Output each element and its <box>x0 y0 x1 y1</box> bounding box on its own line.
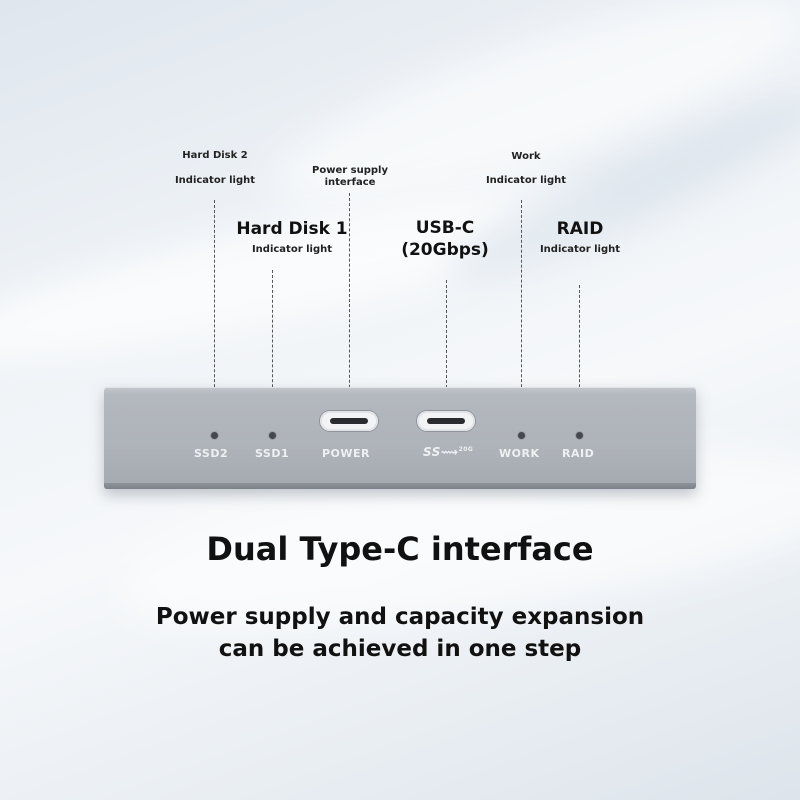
led-raid-indicator <box>576 432 583 439</box>
callout-title: Work <box>511 151 541 162</box>
callout-line2: interface <box>324 177 376 188</box>
callout-hard-disk-1: Hard Disk 1 Indicator light <box>232 218 352 256</box>
device-label-ssd2: SSD2 <box>194 447 229 460</box>
callout-line1: USB-C <box>415 218 475 238</box>
callout-subtitle: Indicator light <box>251 244 333 256</box>
callout-title: Hard Disk 1 <box>236 219 348 239</box>
enclosure-bottom-edge <box>104 483 696 489</box>
callout-subtitle: Indicator light <box>539 244 621 256</box>
headline: Dual Type-C interface <box>206 530 594 568</box>
led-ssd2-indicator <box>211 432 218 439</box>
device-label-usb-superspeed: SS⟿20G <box>423 445 473 459</box>
led-ssd1-indicator <box>269 432 276 439</box>
led-work-indicator <box>518 432 525 439</box>
leader-line-work <box>521 200 522 422</box>
subline-2: can be achieved in one step <box>218 636 582 662</box>
callout-line2: (20Gbps) <box>401 240 489 261</box>
leader-line-hard-disk-1 <box>272 270 273 422</box>
callout-hard-disk-2: Hard Disk 2 Indicator light <box>165 150 265 187</box>
enclosure-device <box>104 387 696 489</box>
callout-subtitle: Indicator light <box>485 175 567 186</box>
device-label-ssd1: SSD1 <box>255 447 290 460</box>
usb-c-power-port <box>320 411 378 431</box>
callout-power-supply: Power supply interface <box>305 165 395 189</box>
callout-title: RAID <box>556 219 604 239</box>
leader-line-usb-c <box>446 280 447 408</box>
callout-title: Hard Disk 2 <box>182 150 248 161</box>
usb-c-data-port <box>417 411 475 431</box>
superspeed-rate: 20G <box>458 446 474 453</box>
device-label-raid: RAID <box>562 447 595 460</box>
callout-subtitle: Indicator light <box>174 175 256 186</box>
subline-1: Power supply and capacity expansion <box>155 604 645 630</box>
callout-raid: RAID Indicator light <box>530 218 630 256</box>
superspeed-logo-text: SS <box>423 445 441 459</box>
leader-line-hard-disk-2 <box>214 200 215 422</box>
callout-line1: Power supply <box>312 165 388 176</box>
usb-trident-icon: ⟿ <box>440 445 459 459</box>
leader-line-raid <box>579 285 580 422</box>
device-label-work: WORK <box>499 447 540 460</box>
callout-usb-c: USB-C (20Gbps) <box>390 217 500 261</box>
leader-line-power <box>349 193 350 408</box>
callout-work: Work Indicator light <box>476 151 576 187</box>
device-label-power: POWER <box>322 447 371 460</box>
